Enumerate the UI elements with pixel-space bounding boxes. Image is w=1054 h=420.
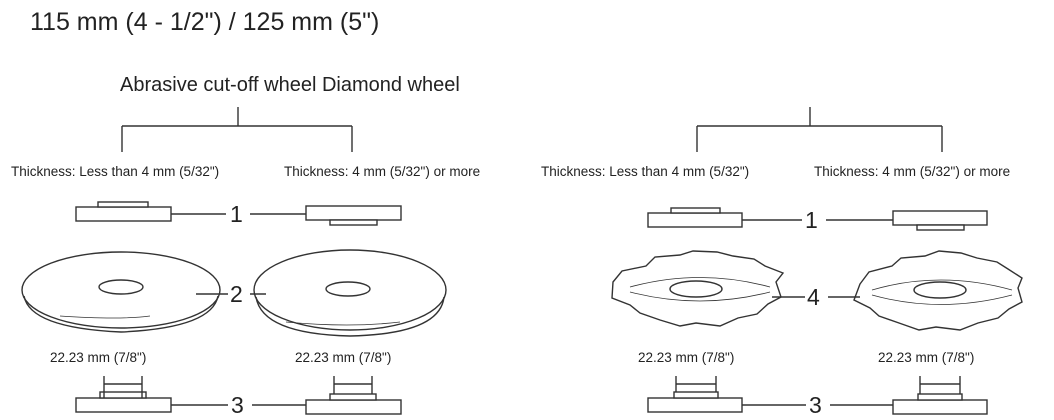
bore-label-left-a: 22.23 mm (7/8") (50, 350, 147, 365)
callout-3-right: 3 (807, 392, 824, 418)
diamond-wheel-thick (853, 250, 1023, 331)
inner-flange-thin-left (75, 201, 172, 222)
thickness-label-thin-right: Thickness: Less than 4 mm (5/32") (541, 164, 750, 179)
right-bracket (696, 107, 943, 152)
abrasive-wheel-thin (21, 251, 221, 333)
inner-flange-thick-left (305, 205, 402, 226)
callout-1-left: 1 (228, 201, 245, 227)
page-title: 115 mm (4 - 1/2") / 125 mm (5") (30, 8, 380, 36)
thickness-label-thick-right: Thickness: 4 mm (5/32") or more (814, 164, 1011, 179)
callout-3-left: 3 (229, 392, 246, 418)
inner-flange-thick-right (892, 210, 988, 231)
diamond-wheel-thin (611, 250, 785, 327)
thickness-label-thin-left: Thickness: Less than 4 mm (5/32") (11, 164, 220, 179)
callout-4: 4 (805, 284, 822, 310)
wheel-type-heading: Abrasive cut-off wheel Diamond wheel (120, 74, 460, 96)
inner-flange-thin-right (647, 207, 743, 228)
outer-flange-thick-left (305, 376, 402, 415)
thickness-label-thick-left: Thickness: 4 mm (5/32") or more (284, 164, 481, 179)
abrasive-wheel-thick (253, 249, 447, 337)
left-bracket (121, 107, 353, 152)
outer-flange-thick-right (892, 376, 988, 415)
outer-flange-thin-right (647, 376, 743, 413)
callout-2: 2 (228, 281, 245, 307)
outer-flange-thin-left (75, 376, 172, 413)
bore-label-right-b: 22.23 mm (7/8") (878, 350, 975, 365)
bore-label-right-a: 22.23 mm (7/8") (638, 350, 735, 365)
callout-1-right: 1 (803, 207, 820, 233)
bore-label-left-b: 22.23 mm (7/8") (295, 350, 392, 365)
